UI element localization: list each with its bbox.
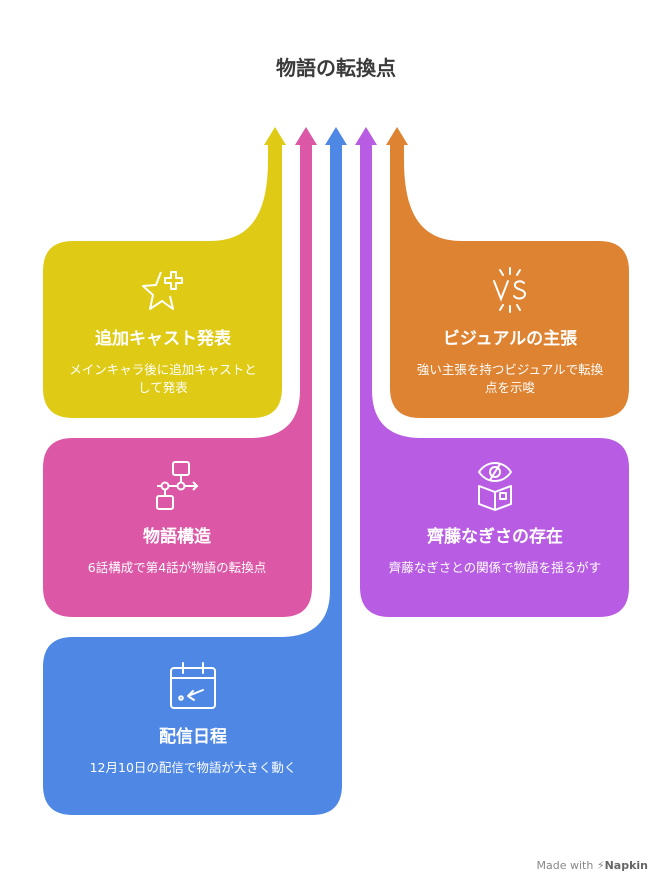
arrow-shape-purple <box>355 127 629 617</box>
calendar-icon <box>170 662 216 709</box>
card-description: 強い主張を持つビジュアルで転換点を示唆 <box>416 362 604 395</box>
diagram-title: 物語の転換点 <box>276 56 396 80</box>
eye-book-icon <box>478 462 512 511</box>
card-title: ビジュアルの主張 <box>442 329 578 349</box>
card-title: 配信日程 <box>159 727 227 747</box>
footer-prefix: Made with <box>536 859 594 872</box>
footer-brand: Napkin <box>604 859 648 872</box>
card-title: 物語構造 <box>143 527 211 547</box>
flowchart-icon <box>156 461 199 510</box>
made-with-napkin-footer[interactable]: Made with ⚡Napkin <box>537 859 648 872</box>
card-description: メインキャラ後に追加キャストとして発表 <box>69 362 257 395</box>
card-description: 6話構成で第4話が物語の転換点 <box>87 560 267 575</box>
arrow-shape-orange <box>386 127 629 418</box>
arrow-shape-pink <box>43 127 317 617</box>
card-story-structure: 物語構造 6話構成で第4話が物語の転換点 <box>63 460 291 577</box>
card-saito-nagisa: 齊藤なぎさの存在 齊藤なぎさとの関係で物語を揺るがす <box>385 460 605 577</box>
napkin-logo-icon: ⚡ <box>596 859 605 872</box>
card-visual: ビジュアルの主張 強い主張を持つビジュアルで転換点を示唆 <box>415 266 605 397</box>
card-additional-cast: 追加キャスト発表 メインキャラ後に追加キャストとして発表 <box>63 266 263 397</box>
star-plus-icon <box>142 271 183 310</box>
card-description: 齊藤なぎさとの関係で物語を揺るがす <box>388 560 602 575</box>
card-title: 齊藤なぎさの存在 <box>427 527 563 547</box>
card-release-schedule: 配信日程 12月10日の配信で物語が大きく動く <box>68 660 318 777</box>
arrow-shape-yellow <box>43 127 286 418</box>
card-title: 追加キャスト発表 <box>95 329 231 349</box>
visual-vs-icon <box>493 267 527 313</box>
card-description: 12月10日の配信で物語が大きく動く <box>89 760 297 775</box>
arrow-shape-blue <box>43 127 347 815</box>
